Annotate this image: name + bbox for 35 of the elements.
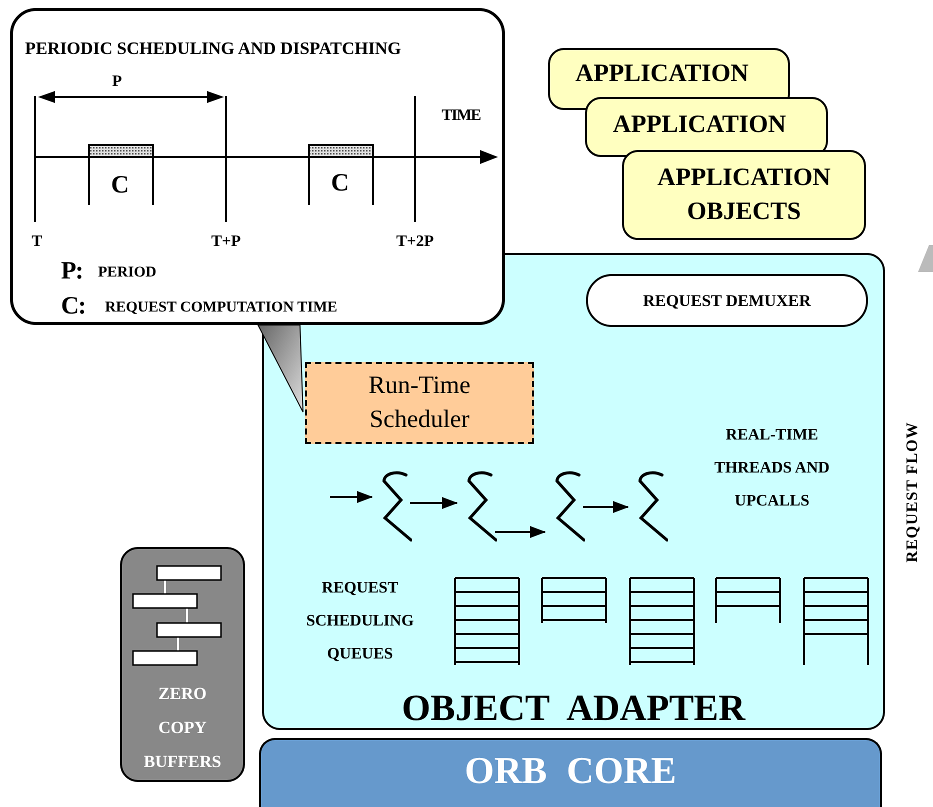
application-label: APPLICATION [612,111,788,140]
orb-core-bar [259,738,882,807]
callout-heading: PERIODIC SCHEDULING AND DISPATCHING [25,38,402,59]
legend-text: REQUEST COMPUTATION TIME [105,300,338,316]
application-box [585,97,828,157]
orb-core-label: ORB CORE [464,749,676,794]
legend-symbol: C: [61,294,86,318]
legend-text: PERIOD [98,266,156,280]
application-objects-box [622,150,866,240]
arrow [330,491,373,503]
computation-label: C [330,170,350,196]
application-label: APPLICATION [575,60,750,89]
request-demuxer-box [586,274,868,327]
axis-label: TIME [442,108,480,124]
time-mark-label: T+P [211,234,241,250]
dimension-label: P [112,74,122,90]
arrow [410,497,458,509]
flow-label: REQUEST FLOW [905,421,921,563]
queues-label: REQUEST SCHEDULING QUEUES [305,578,415,664]
legend-symbol: P: [61,258,83,284]
scheduler-box [305,362,534,444]
request-demuxer-label: REQUEST DEMUXER [643,290,811,310]
object-adapter-label: OBJECT ADAPTER [400,687,746,730]
arrow [583,501,629,513]
scheduler-label: Run-Time Scheduler [368,371,472,435]
arrow [495,526,546,538]
threads-label: REAL-TIME THREADS AND UPCALLS [713,426,831,512]
buffers-panel [120,547,245,782]
application-label: APPLICATION OBJECTS [656,163,832,227]
callout-box [10,8,505,325]
time-mark-label: T+2P [396,234,434,250]
buffers-label: ZERO COPY BUFFERS [142,683,222,773]
callout-pointer [257,324,304,412]
time-mark-label: T [32,234,42,250]
computation-label: C [110,172,130,198]
